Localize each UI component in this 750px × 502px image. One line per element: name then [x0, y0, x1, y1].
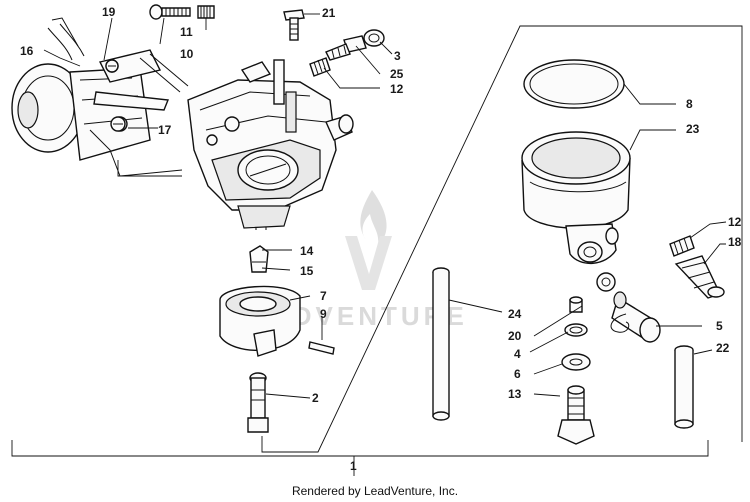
- callout-12-top: 12: [390, 82, 404, 96]
- part-21-screw: [283, 9, 305, 41]
- part-24-tube: [432, 267, 450, 421]
- callout-22: 22: [716, 341, 730, 355]
- part-6-washer: [561, 353, 591, 371]
- part-10-screw: [149, 4, 191, 20]
- callout-6: 6: [514, 367, 521, 381]
- callout-18: 18: [728, 235, 742, 249]
- throttle-linkage: [89, 49, 189, 177]
- part-16-diaphragm: [11, 17, 151, 161]
- callout-19: 19: [102, 5, 116, 19]
- callout-2: 2: [312, 391, 319, 405]
- part-13-bolt: [557, 385, 595, 445]
- callout-7: 7: [320, 289, 327, 303]
- callouts: 19 16 10 11 17 21 3 25 12 8 23 12 18 14 …: [20, 5, 742, 473]
- part-23-float-bowl: [521, 131, 631, 264]
- callout-13: 13: [508, 387, 522, 401]
- part-19-screw: [105, 59, 119, 73]
- footer-credit: Rendered by LeadVenture, Inc.: [291, 484, 459, 498]
- callout-10: 10: [180, 47, 194, 61]
- part-11-spring: [197, 5, 215, 19]
- part-7-float: [219, 285, 301, 357]
- callout-25: 25: [390, 67, 404, 81]
- part-12-spring-right: [669, 235, 695, 257]
- callout-23: 23: [686, 122, 700, 136]
- callout-17: 17: [158, 123, 172, 137]
- part-3-cap: [363, 29, 385, 47]
- part-12-spring-top: [309, 57, 331, 77]
- part-25-screw: [325, 35, 367, 61]
- part-17-screw: [110, 116, 126, 132]
- callout-20: 20: [508, 329, 522, 343]
- part-8-gasket-ring: [523, 59, 625, 109]
- part-4-o-ring: [564, 323, 588, 337]
- callout-8: 8: [686, 97, 693, 111]
- part-14-needle: [249, 245, 269, 273]
- callout-16: 16: [20, 44, 34, 58]
- part-9-pin: [308, 341, 335, 355]
- callout-21: 21: [322, 6, 336, 20]
- callout-1: 1: [350, 459, 357, 473]
- callout-11: 11: [180, 25, 193, 39]
- part-20-jet: [569, 296, 583, 313]
- part-5-drain-valve: [610, 291, 661, 343]
- callout-24: 24: [508, 307, 522, 321]
- callout-4: 4: [514, 347, 521, 361]
- callout-3: 3: [394, 49, 401, 63]
- watermark-v-icon: [345, 236, 392, 290]
- watermark-text: ADVENTURE: [270, 301, 468, 331]
- part-22-tube: [674, 345, 694, 429]
- assembly-bracket: [11, 25, 743, 476]
- callout-15: 15: [300, 264, 314, 278]
- callout-14: 14: [300, 244, 314, 258]
- callout-12-right: 12: [728, 215, 742, 229]
- leader-lines: [43, 13, 727, 399]
- carburetor-body: [187, 59, 354, 230]
- bowl-washer: [596, 272, 616, 292]
- watermark-flame-icon: [360, 190, 387, 246]
- part-2-jet: [247, 372, 269, 433]
- part-18-screw: [674, 255, 725, 299]
- callout-5: 5: [716, 319, 723, 333]
- callout-9: 9: [320, 307, 327, 321]
- watermark: ADVENTURE: [270, 190, 468, 331]
